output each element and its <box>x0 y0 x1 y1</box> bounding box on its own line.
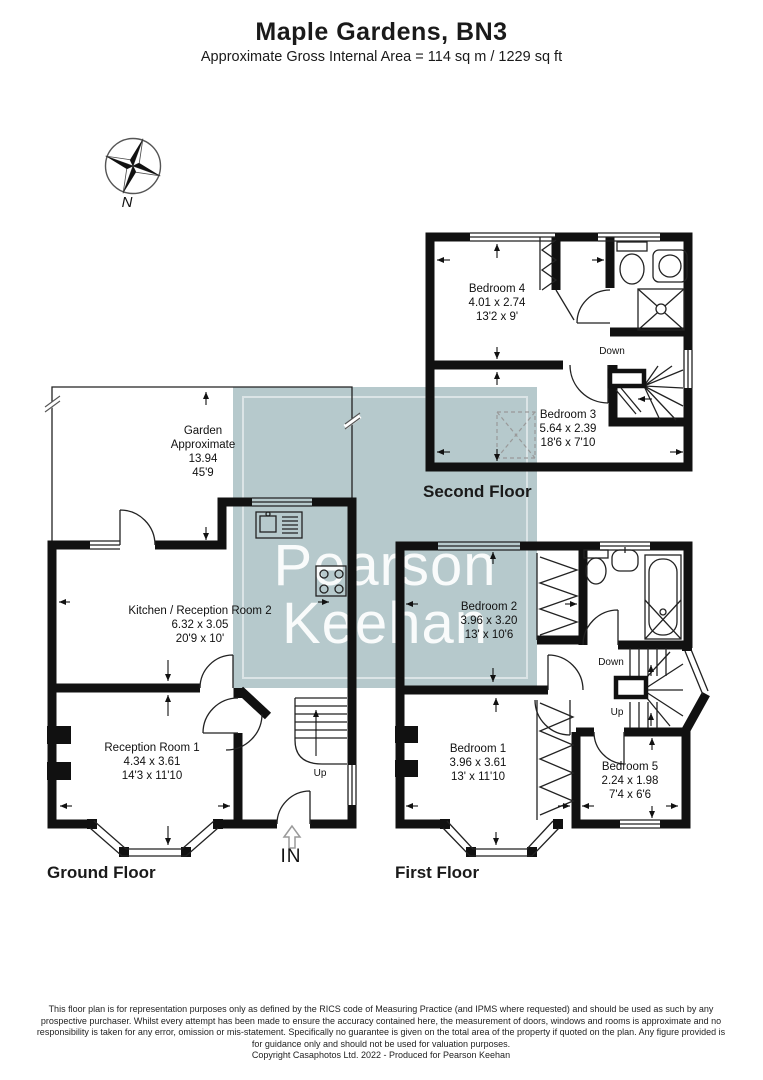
reception1-metric: 4.34 x 3.61 <box>123 756 181 768</box>
first-stairs-up-label: Up <box>610 707 624 718</box>
staircase-up <box>294 697 347 765</box>
footer-copyright: Copyright Casaphotos Ltd. 2022 - Produce… <box>251 1050 511 1061</box>
chimney-breast <box>395 760 418 777</box>
window <box>438 541 709 829</box>
hob-icon <box>315 565 347 597</box>
bedroom2-name: Bedroom 2 <box>460 601 518 613</box>
door <box>534 609 625 765</box>
bedroom1-metric: 3.96 x 3.61 <box>449 757 507 769</box>
ground-stairs-up-label: Up <box>313 768 327 779</box>
door <box>119 509 311 825</box>
bedroom4-metric: 4.01 x 2.74 <box>468 297 526 309</box>
dimension-arrows <box>59 392 329 845</box>
garden-qualifier: Approximate <box>170 439 236 451</box>
ground-floor-title: Ground Floor <box>47 863 156 882</box>
restricted-height-dashed-box <box>496 411 536 459</box>
staircase-down <box>607 365 684 421</box>
bathtub-icon <box>644 554 682 640</box>
first-stairs-down-label: Down <box>598 657 624 668</box>
room-label-bedroom3: Bedroom 3 5.64 x 2.39 18'6 x 7'10 <box>540 408 597 450</box>
chimney-breast <box>47 762 71 780</box>
bedroom3-name: Bedroom 3 <box>539 409 597 421</box>
reception1-name: Reception Room 1 <box>104 742 200 754</box>
first-floor-title: First Floor <box>395 863 480 882</box>
bedroom5-name: Bedroom 5 <box>601 761 659 773</box>
reception1-imperial: 14'3 x 11'10 <box>121 770 183 782</box>
window <box>90 497 357 805</box>
footer: This floor plan is for representation pu… <box>31 1004 731 1062</box>
dimension-arrows <box>406 552 678 845</box>
bedroom5-metric: 2.24 x 1.98 <box>601 775 659 787</box>
toilet-icon <box>583 549 609 585</box>
bedroom4-imperial: 13'2 x 9' <box>475 311 519 323</box>
bedroom2-imperial: 13' x 10'6 <box>464 629 514 641</box>
page-subtitle: Approximate Gross Internal Area = 114 sq… <box>200 49 563 65</box>
wardrobe <box>536 553 579 820</box>
compass-rose-icon <box>104 137 162 195</box>
watermark-border <box>242 396 528 679</box>
kitchen-name: Kitchen / Reception Room 2 <box>128 605 272 617</box>
wardrobe <box>539 237 558 291</box>
entrance-arrow-icon <box>282 824 302 849</box>
room-label-bedroom1: Bedroom 1 3.96 x 3.61 13' x 11'10 <box>450 742 507 784</box>
footer-disclaimer: This floor plan is for representation pu… <box>36 1004 726 1049</box>
entrance-in-label: IN <box>280 846 302 867</box>
bedroom5-imperial: 7'4 x 6'6 <box>608 789 652 801</box>
window <box>470 232 693 388</box>
sink-icon <box>611 547 639 572</box>
bedroom3-metric: 5.64 x 2.39 <box>539 423 597 435</box>
chimney-breast <box>47 726 71 744</box>
window-post <box>682 641 692 651</box>
room-label-bedroom5: Bedroom 5 2.24 x 1.98 7'4 x 6'6 <box>602 760 659 802</box>
second-floor-plan <box>425 232 693 472</box>
kitchen-sink-icon <box>255 511 303 539</box>
wall-break-icon <box>43 395 362 430</box>
bay-window <box>440 819 563 857</box>
garden-metric: 13.94 <box>188 453 218 465</box>
garden-imperial: 45'9 <box>192 467 214 479</box>
bedroom2-metric: 3.96 x 3.20 <box>460 615 518 627</box>
chimney-breast <box>395 726 418 743</box>
dimension-arrows <box>437 244 683 461</box>
bay-window <box>87 819 223 857</box>
garden-name: Garden <box>183 425 223 437</box>
second-stairs-down-label: Down <box>599 346 625 357</box>
bedroom4-name: Bedroom 4 <box>468 283 526 295</box>
bedroom1-imperial: 13' x 11'10 <box>450 771 506 783</box>
room-label-bedroom4: Bedroom 4 4.01 x 2.74 13'2 x 9' <box>469 282 526 324</box>
staircase-up-down <box>613 648 684 728</box>
toilet-icon <box>616 241 648 285</box>
garden-boundary <box>51 386 353 545</box>
kitchen-metric: 6.32 x 3.05 <box>171 619 229 631</box>
bedroom3-imperial: 18'6 x 7'10 <box>540 437 596 449</box>
room-label-garden: Garden Approximate 13.94 45'9 <box>171 424 236 480</box>
sink-icon <box>652 249 688 283</box>
compass-north-label: N <box>121 194 133 211</box>
second-floor-title: Second Floor <box>423 482 532 501</box>
ground-floor-plan <box>43 386 362 857</box>
page-title: Maple Gardens, BN3 <box>255 18 508 46</box>
room-label-reception1: Reception Room 1 4.34 x 3.61 14'3 x 11'1… <box>104 741 199 783</box>
kitchen-imperial: 20'9 x 10' <box>175 633 225 645</box>
bedroom1-name: Bedroom 1 <box>449 743 507 755</box>
room-label-kitchen: Kitchen / Reception Room 2 6.32 x 3.05 2… <box>128 604 271 646</box>
first-floor-plan <box>395 541 710 857</box>
shower-icon <box>637 288 685 331</box>
room-label-bedroom2: Bedroom 2 3.96 x 3.20 13' x 10'6 <box>461 600 518 642</box>
watermark-line2: Keehan <box>282 591 488 656</box>
